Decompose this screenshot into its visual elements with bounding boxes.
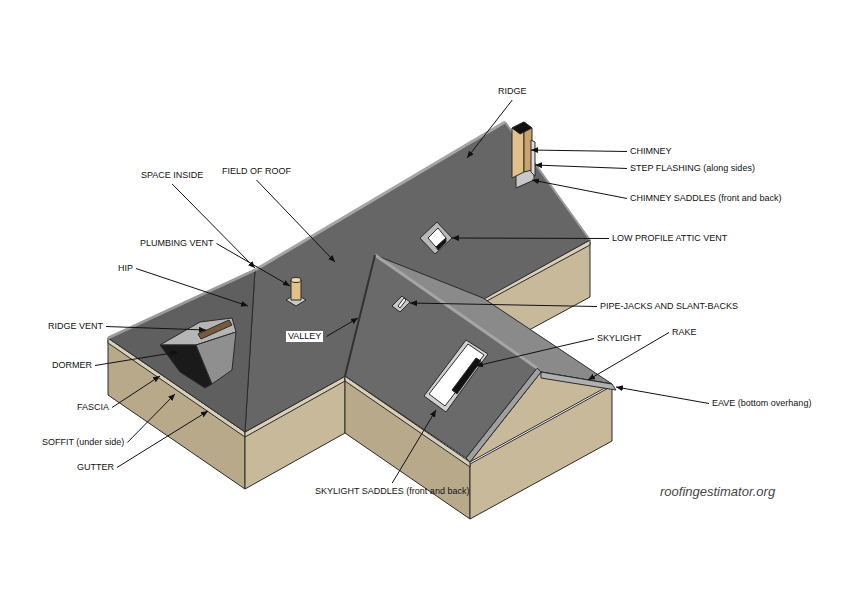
chimney-top	[512, 122, 532, 134]
part-label: SKYLIGHT SADDLES (front and back)	[315, 486, 469, 497]
skylight-saddle	[424, 340, 488, 412]
leader-line	[136, 269, 248, 307]
roof-plane	[345, 255, 537, 458]
leader-line	[117, 411, 208, 468]
leader-line	[326, 318, 358, 337]
part-label: FASCIA	[77, 402, 109, 413]
part-label: LOW PROFILE ATTIC VENT	[612, 233, 727, 244]
leader-line	[535, 165, 627, 169]
dormer-side	[196, 332, 236, 384]
part-label: SOFFIT (under side)	[42, 437, 124, 448]
part-label: RIDGE	[498, 86, 527, 97]
roof-plane	[108, 270, 255, 432]
part-label: VALLEY	[286, 331, 323, 342]
leader-line	[95, 352, 178, 366]
part-label: SKYLIGHT	[597, 333, 642, 344]
leader-line	[217, 244, 290, 287]
part-label: FIELD OF ROOF	[222, 166, 291, 177]
part-label: DORMER	[52, 360, 92, 371]
leader-line	[476, 339, 594, 367]
leader-line	[257, 180, 335, 262]
leader-line	[410, 303, 597, 307]
part-label: STEP FLASHING (along sides)	[630, 163, 755, 174]
part-label: RAKE	[672, 327, 697, 338]
leader-line	[532, 180, 627, 199]
leader-line	[112, 376, 160, 408]
leader-line	[392, 410, 436, 483]
leader-line	[127, 394, 175, 443]
part-label: PLUMBING VENT	[140, 238, 214, 249]
leader-line	[588, 333, 669, 381]
skylight	[429, 344, 484, 406]
part-label: RIDGE VENT	[48, 321, 103, 332]
leader-line	[106, 327, 206, 331]
leader-line	[452, 238, 609, 240]
leader-line	[172, 184, 255, 268]
part-label: HIP	[118, 263, 133, 274]
watermark: roofingestimator.org	[660, 484, 775, 500]
part-label: GUTTER	[77, 462, 114, 473]
step-flashing	[531, 140, 535, 176]
valley-line	[345, 255, 375, 376]
part-label: SPACE INSIDE	[141, 170, 203, 181]
leader-line	[467, 100, 512, 158]
part-label: EAVE (bottom overhang)	[712, 398, 811, 409]
rake	[541, 372, 616, 390]
leader-line	[531, 150, 627, 152]
attic-vent	[420, 222, 452, 254]
pipe-jack	[392, 296, 410, 312]
part-label: CHIMNEY	[630, 146, 672, 157]
part-label: CHIMNEY SADDLES (front and back)	[630, 193, 781, 204]
part-label: PIPE-JACKS AND SLANT-BACKS	[600, 301, 738, 312]
leader-line	[616, 387, 709, 404]
